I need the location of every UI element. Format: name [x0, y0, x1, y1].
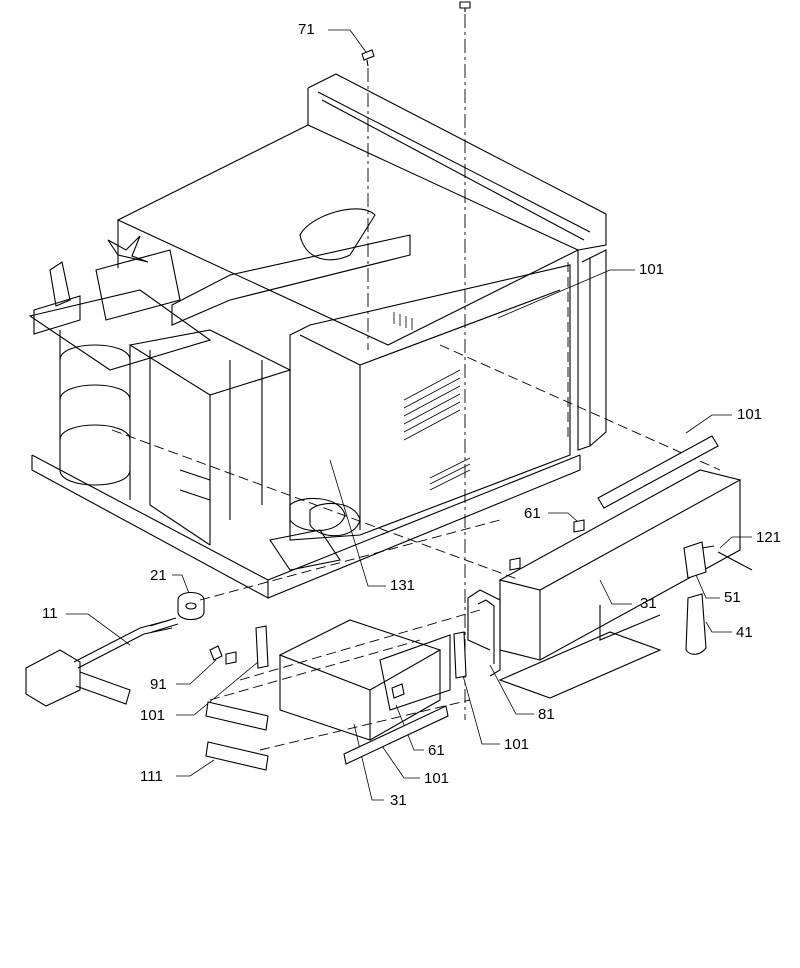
callout-41: 41 — [736, 624, 753, 641]
callout-61-upper: 61 — [524, 505, 541, 522]
callout-101-middle: 101 — [504, 736, 530, 753]
handle-bracket — [467, 589, 501, 677]
transformer-assembly — [28, 235, 292, 546]
cabinet-body — [31, 73, 721, 599]
top-screws — [361, 1, 471, 67]
callout-51: 51 — [724, 589, 741, 606]
callout-31-upper: 31 — [640, 595, 657, 612]
callout-101-lower: 101 — [424, 770, 450, 787]
callout-121: 121 — [756, 529, 782, 546]
callout-21: 21 — [150, 567, 167, 584]
callout-101-right: 101 — [737, 406, 763, 423]
leader-lines — [66, 29, 752, 801]
ferrite-core — [177, 591, 205, 621]
callout-111: 111 — [140, 768, 163, 785]
cover-plate — [171, 208, 411, 326]
callout-131: 131 — [390, 577, 416, 594]
screw-91 — [225, 651, 237, 665]
bulb — [685, 593, 707, 655]
bulb-socket — [683, 541, 715, 579]
vent-grille — [393, 312, 471, 491]
power-cord — [25, 617, 179, 707]
motor-cluster — [269, 497, 361, 571]
clip-91 — [209, 645, 223, 661]
callout-81: 81 — [538, 706, 555, 723]
callout-61-lower: 61 — [428, 742, 445, 759]
strips — [205, 625, 467, 771]
callout-101-left: 101 — [140, 707, 166, 724]
callout-71: 71 — [298, 21, 315, 38]
callout-31-lower: 31 — [390, 792, 407, 809]
lower-assembly — [278, 619, 451, 741]
side-rail-right — [498, 435, 742, 699]
assembly-lines — [199, 519, 501, 751]
callout-11: 11 — [42, 605, 58, 622]
callout-101-upper: 101 — [639, 261, 665, 278]
callout-91: 91 — [150, 676, 167, 693]
screw-61 — [509, 519, 585, 571]
wire-probe — [717, 551, 753, 571]
